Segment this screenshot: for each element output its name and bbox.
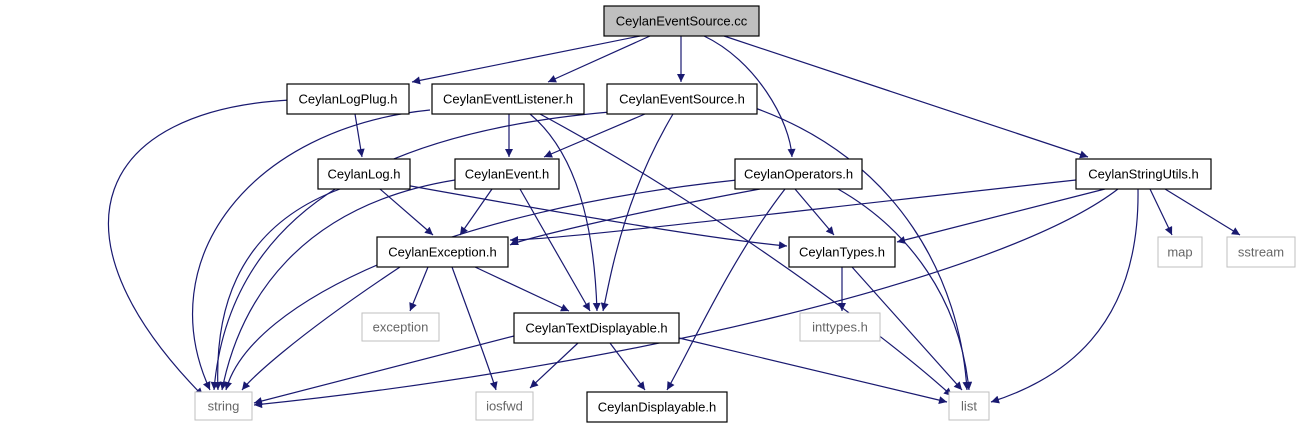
- node-box: [1226, 236, 1296, 268]
- node-label: CeylanTypes.h: [799, 245, 885, 260]
- edge-strutils-to-exception_h: [509, 179, 1077, 244]
- node-label: CeylanException.h: [388, 245, 496, 260]
- node-label: map: [1167, 245, 1192, 260]
- node-types[interactable]: CeylanTypes.h: [788, 236, 896, 268]
- node-box: [948, 391, 990, 421]
- node-box: [1157, 236, 1203, 268]
- edge-strutils-to-list: [990, 188, 1139, 404]
- edge-log-to-string: [213, 188, 341, 391]
- edge-log-to-exception_h: [379, 188, 434, 236]
- node-label: sstream: [1238, 245, 1284, 260]
- node-label: iosfwd: [486, 399, 523, 414]
- edge-logplug-to-string: [108, 99, 291, 397]
- node-label: inttypes.h: [812, 320, 868, 335]
- node-displayable[interactable]: CeylanDisplayable.h: [586, 391, 728, 423]
- edge-source-to-textdisp: [600, 113, 674, 312]
- edge-strutils-to-sstream: [1164, 188, 1241, 236]
- node-operators[interactable]: CeylanOperators.h: [734, 158, 863, 190]
- node-log[interactable]: CeylanLog.h: [317, 158, 411, 190]
- node-sstream: sstream: [1226, 236, 1296, 268]
- node-box: [361, 312, 440, 342]
- node-box: [799, 312, 881, 342]
- node-label: CeylanStringUtils.h: [1088, 167, 1199, 182]
- node-event[interactable]: CeylanEvent.h: [454, 158, 560, 190]
- edge-exception_h-to-textdisp: [474, 266, 570, 312]
- edge-source-to-event: [543, 113, 646, 158]
- node-string: string: [194, 391, 253, 421]
- node-logplug[interactable]: CeylanLogPlug.h: [286, 83, 410, 115]
- edge-operators-to-list: [837, 188, 973, 391]
- node-cc[interactable]: CeylanEventSource.cc: [603, 5, 760, 37]
- node-label: CeylanOperators.h: [744, 167, 853, 182]
- edge-types-to-list: [851, 266, 963, 391]
- node-label: CeylanLogPlug.h: [298, 92, 397, 107]
- node-box: [788, 236, 896, 268]
- node-box: [513, 312, 680, 344]
- edge-textdisp-to-string: [253, 335, 515, 405]
- edge-listener-to-string: [192, 109, 431, 391]
- edge-logplug-to-log: [354, 113, 365, 158]
- node-strutils[interactable]: CeylanStringUtils.h: [1075, 158, 1212, 190]
- node-box: [454, 158, 560, 190]
- node-inttypes: inttypes.h: [799, 312, 881, 342]
- edge-strutils-to-map: [1149, 188, 1173, 236]
- node-box: [606, 83, 758, 115]
- node-iosfwd: iosfwd: [475, 391, 534, 421]
- edge-exception_h-to-iosfwd: [451, 266, 498, 391]
- edge-strutils-to-string: [253, 188, 1119, 409]
- node-exception-h[interactable]: CeylanException.h: [376, 236, 509, 268]
- edge-textdisp-to-displayable: [609, 342, 646, 391]
- node-label: list: [961, 399, 977, 414]
- edge-cc-to-operators: [703, 35, 796, 158]
- edge-textdisp-to-iosfwd: [529, 342, 579, 389]
- edge-event-to-textdisp: [519, 188, 591, 312]
- edge-operators-to-types: [794, 188, 835, 236]
- edge-listener-to-textdisp: [529, 113, 601, 312]
- edge-exception_h-to-exception: [409, 266, 429, 312]
- edge-listener-to-list: [539, 113, 953, 397]
- edges-layer: [108, 35, 1241, 409]
- edge-operators-to-exception_h: [509, 188, 761, 246]
- node-box: [1075, 158, 1212, 190]
- node-box: [586, 391, 728, 423]
- node-label: CeylanEvent.h: [465, 167, 550, 182]
- node-label: string: [208, 399, 240, 414]
- edge-cc-to-strutils: [723, 35, 1089, 159]
- edge-cc-to-listener: [547, 35, 651, 83]
- node-label: CeylanDisplayable.h: [598, 400, 717, 415]
- node-label: CeylanEventSource.h: [619, 92, 745, 107]
- edge-event-to-exception_h: [459, 188, 493, 236]
- node-list: list: [948, 391, 990, 421]
- node-box: [286, 83, 410, 115]
- edge-operators-to-string: [224, 179, 738, 391]
- edge-cc-to-logplug: [411, 35, 641, 85]
- node-exception: exception: [361, 312, 440, 342]
- node-label: CeylanEventSource.cc: [616, 14, 748, 29]
- node-label: CeylanLog.h: [328, 167, 401, 182]
- edge-operators-to-displayable: [666, 188, 786, 391]
- edge-event-to-string: [219, 179, 456, 391]
- edge-strutils-to-types: [896, 188, 1106, 244]
- edge-exception_h-to-string: [241, 266, 401, 391]
- node-source[interactable]: CeylanEventSource.h: [606, 83, 758, 115]
- node-box: [376, 236, 509, 268]
- node-map: map: [1157, 236, 1203, 268]
- node-box: [431, 83, 585, 115]
- node-box: [603, 5, 760, 37]
- node-label: exception: [373, 320, 429, 335]
- node-box: [475, 391, 534, 421]
- node-listener[interactable]: CeylanEventListener.h: [431, 83, 585, 115]
- edge-log-to-types: [404, 184, 788, 250]
- node-textdisp[interactable]: CeylanTextDisplayable.h: [513, 312, 680, 344]
- node-box: [317, 158, 411, 190]
- edge-textdisp-to-list: [678, 337, 948, 405]
- node-box: [734, 158, 863, 190]
- node-label: CeylanEventListener.h: [443, 92, 573, 107]
- node-box: [194, 391, 253, 421]
- node-label: CeylanTextDisplayable.h: [525, 321, 667, 336]
